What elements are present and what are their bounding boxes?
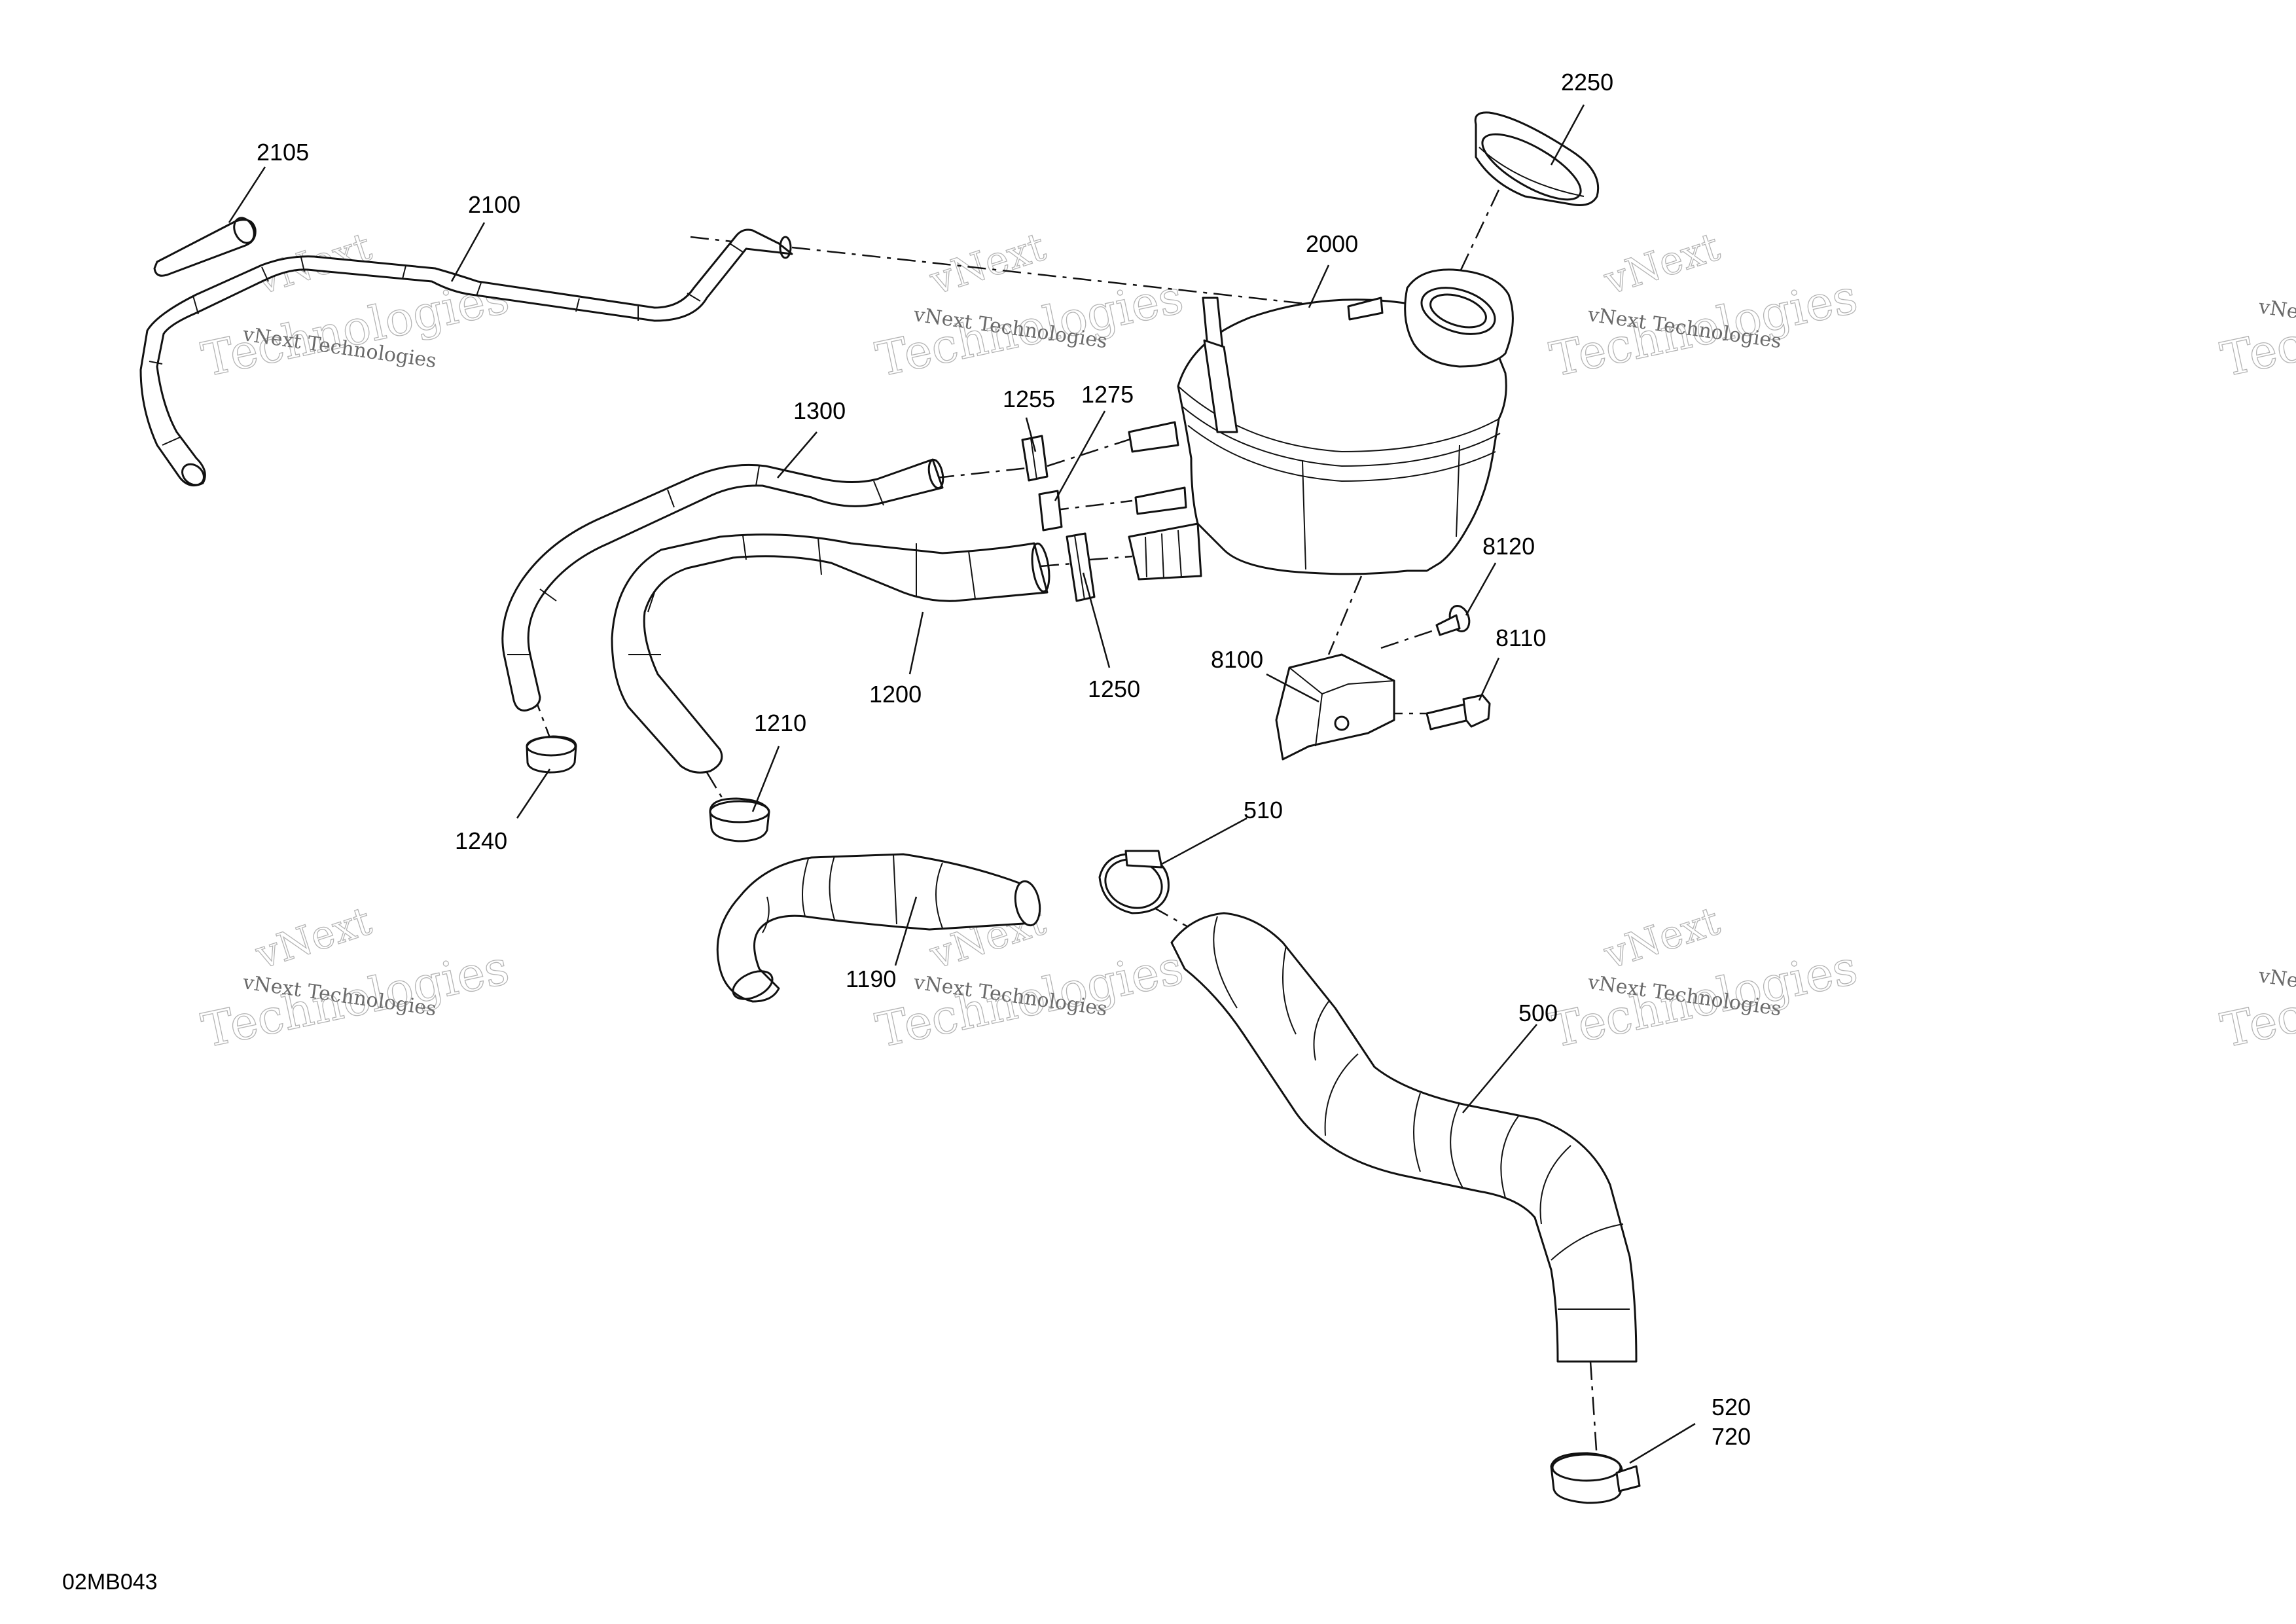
part-520-720-clamp (1550, 1452, 1641, 1504)
svg-text:Technologies: Technologies (871, 939, 1188, 1058)
svg-text:Technologies: Technologies (871, 268, 1188, 387)
watermark-4: vNext vNext Technologies Technologies (196, 897, 514, 1058)
part-1210-clamp (709, 797, 770, 842)
callout-1240: 1240 (455, 827, 507, 854)
callout-1275: 1275 (1081, 381, 1134, 408)
svg-text:Technologies: Technologies (1545, 939, 1862, 1058)
callout-1255: 1255 (1003, 386, 1055, 412)
part-1300-hose (501, 458, 944, 712)
part-1240-clamp (526, 735, 577, 774)
part-1255-ring (1021, 435, 1049, 482)
watermark-1: vNext vNext Technologies Technologies (196, 223, 514, 388)
callout-labels: 2250 2105 2100 2000 1255 1275 1300 8120 … (62, 69, 1751, 1595)
watermark-7-edge: vNext Technologies vNext Technologies (2215, 268, 2296, 1059)
part-2000-expansion-tank (1128, 268, 1514, 581)
part-1275-ring (1038, 490, 1063, 532)
callout-1200: 1200 (869, 681, 922, 708)
svg-text:vNext: vNext (1598, 224, 1725, 304)
callout-1300: 1300 (793, 397, 846, 424)
part-2100-vent-hose (139, 228, 793, 487)
callout-8120: 8120 (1482, 533, 1535, 560)
svg-text:Technologies: Technologies (1545, 268, 1862, 387)
svg-text:Technologies: Technologies (2216, 268, 2296, 387)
callout-520: 520 (1712, 1394, 1751, 1420)
part-8110-bolt (1426, 694, 1491, 731)
callout-720: 720 (1712, 1423, 1751, 1450)
leader-lines (228, 104, 1696, 1464)
part-8120-screw (1435, 605, 1471, 636)
callout-2000: 2000 (1306, 230, 1358, 257)
callout-510: 510 (1244, 797, 1283, 823)
callout-8110: 8110 (1496, 624, 1546, 651)
part-1200-hose (611, 533, 1050, 774)
part-510-clamp (1098, 850, 1170, 914)
watermark-6: vNext vNext Technologies Technologies (1545, 897, 1862, 1058)
callout-1190: 1190 (846, 965, 896, 992)
svg-text:Technologies: Technologies (197, 939, 514, 1058)
part-8100-bracket (1275, 653, 1395, 761)
part-2105-hose (153, 217, 257, 277)
part-1250-ring (1066, 532, 1096, 602)
callout-1250: 1250 (1088, 676, 1140, 702)
part-1190-hose (716, 853, 1041, 1003)
callout-2100: 2100 (468, 191, 520, 218)
svg-text:vNext: vNext (250, 898, 377, 978)
callout-500: 500 (1518, 1000, 1558, 1026)
svg-text:vNext: vNext (1598, 898, 1725, 978)
watermark-2: vNext vNext Technologies Technologies (870, 223, 1188, 388)
svg-text:Technologies: Technologies (2216, 939, 2296, 1058)
part-2250-cap (1474, 111, 1600, 206)
part-500-hose (1170, 912, 1638, 1363)
callout-2250: 2250 (1561, 69, 1613, 96)
watermark-3: vNext vNext Technologies Technologies (1545, 223, 1862, 388)
callout-8100: 8100 (1211, 646, 1263, 673)
callout-1210: 1210 (754, 710, 806, 736)
diagram-code: 02MB043 (62, 1570, 158, 1595)
callout-2105: 2105 (257, 139, 309, 166)
